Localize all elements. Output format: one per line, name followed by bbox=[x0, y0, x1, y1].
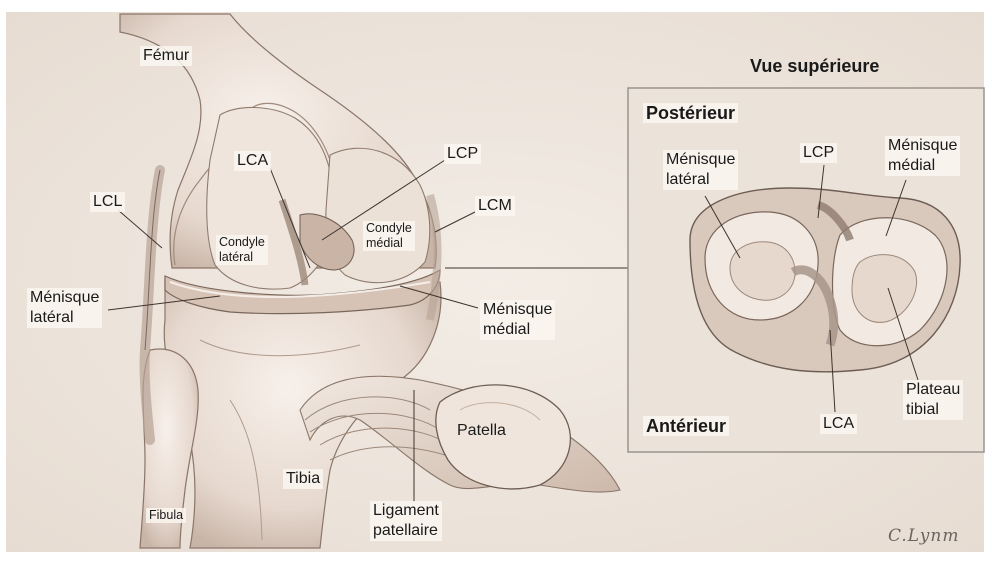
femur-label: Fémur bbox=[140, 46, 192, 66]
lcm-label: LCM bbox=[475, 196, 515, 216]
menisque-medial-label: Ménisque médial bbox=[480, 300, 555, 340]
anterieur-label: Antérieur bbox=[643, 416, 729, 436]
lcl-label: LCL bbox=[90, 192, 125, 212]
patella-label: Patella bbox=[457, 421, 506, 441]
plateau-tibial-label: Plateau tibial bbox=[903, 380, 963, 420]
lca-label: LCA bbox=[234, 151, 271, 171]
fibula-label: Fibula bbox=[146, 508, 186, 523]
inset-lca-label: LCA bbox=[820, 414, 857, 434]
inset-lcp-label: LCP bbox=[800, 143, 837, 163]
artist-signature: C.Lynm bbox=[888, 526, 959, 546]
lcp-label: LCP bbox=[444, 144, 481, 164]
inset-menisque-medial-label: Ménisque médial bbox=[885, 136, 960, 176]
tibia-label: Tibia bbox=[283, 469, 323, 489]
menisque-lateral-label: Ménisque latéral bbox=[27, 288, 102, 328]
condyle-lateral-label: Condyle latéral bbox=[216, 235, 268, 265]
inset-menisque-lateral-label: Ménisque latéral bbox=[663, 150, 738, 190]
ligament-patellaire-label: Ligament patellaire bbox=[370, 501, 442, 541]
vue-superieure-title: Vue supérieure bbox=[750, 56, 879, 76]
condyle-medial-label: Condyle médial bbox=[363, 221, 415, 251]
posterieur-label: Postérieur bbox=[643, 103, 738, 123]
